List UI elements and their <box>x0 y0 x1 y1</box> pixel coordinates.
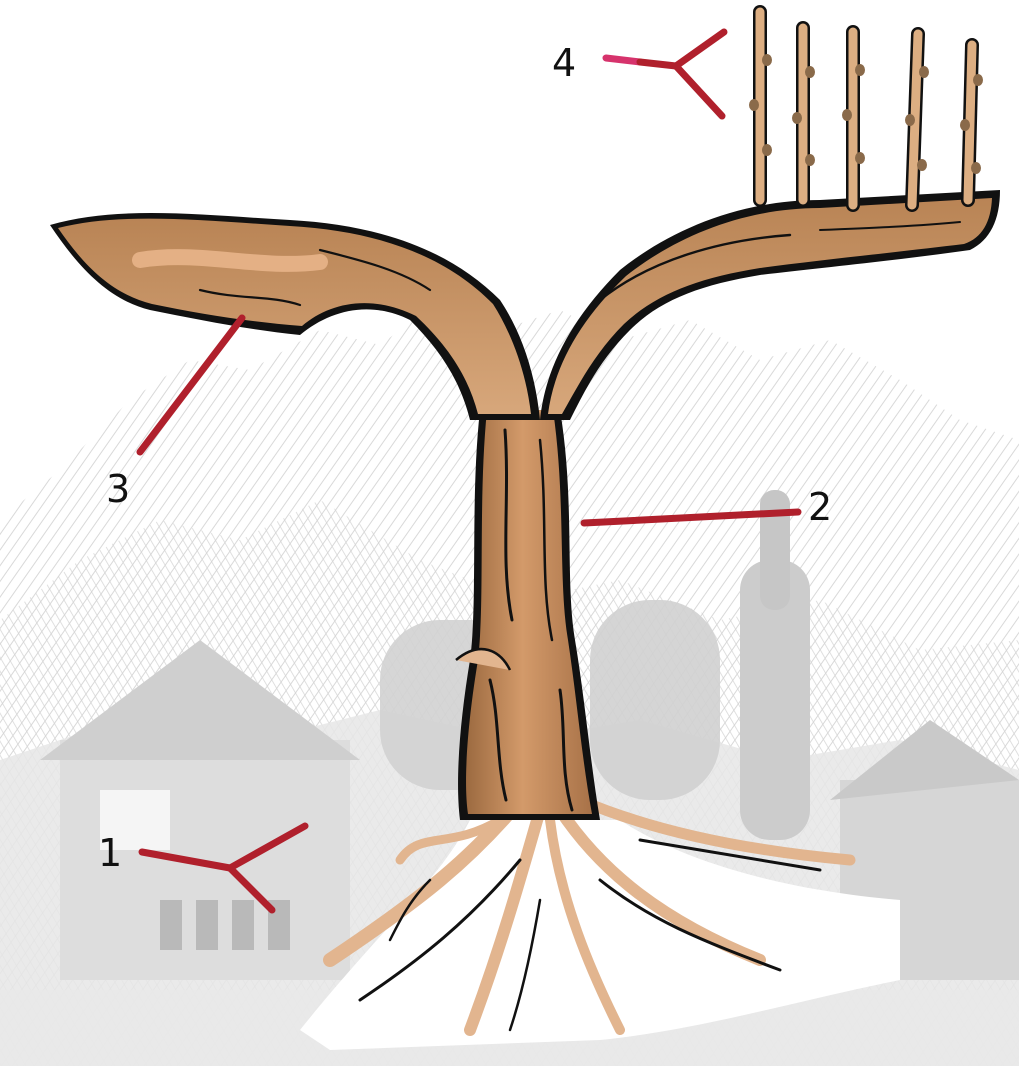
callout-label-1: 1 <box>98 834 122 872</box>
callout-label-4: 4 <box>552 44 576 82</box>
callout-label-3: 3 <box>106 470 130 508</box>
callout-label-2: 2 <box>808 488 832 526</box>
vine-shoots <box>749 12 983 205</box>
callout-marker-4 <box>606 32 724 116</box>
